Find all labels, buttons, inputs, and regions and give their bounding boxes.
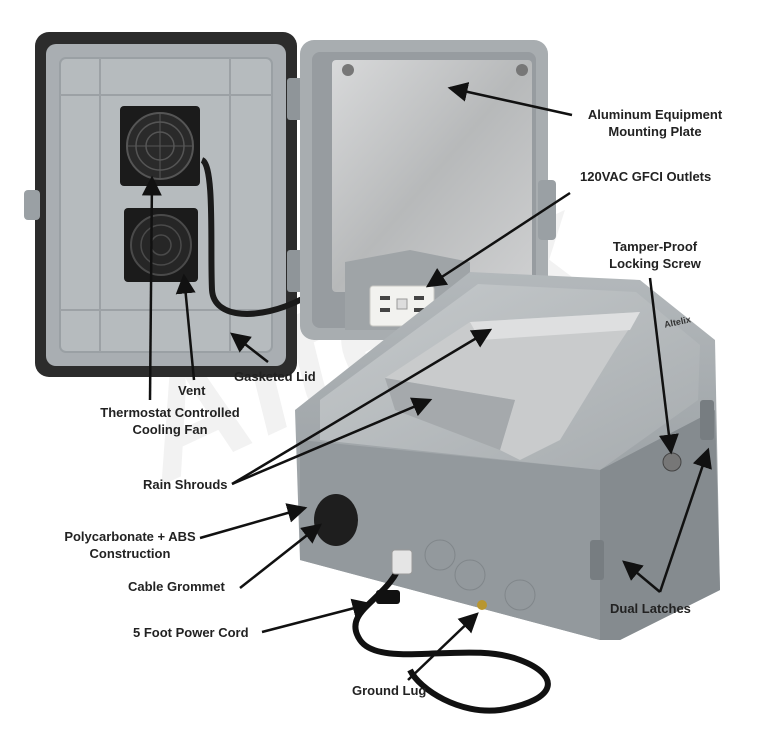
arrow-gasket <box>230 332 269 363</box>
label-mounting-plate-line2: Mounting Plate <box>608 124 702 139</box>
arrow-fan <box>141 175 162 401</box>
label-vent: Vent <box>178 383 206 398</box>
arrow-screw <box>648 277 679 455</box>
label-cooling-fan-line2: Cooling Fan <box>132 422 208 437</box>
label-locking-screw-line1: Tamper-Proof <box>612 239 698 254</box>
arrow-material <box>199 503 308 540</box>
label-power-cord: 5 Foot Power Cord <box>133 625 249 640</box>
label-gfci-outlets: 120VAC GFCI Outlets <box>580 169 712 184</box>
arrow-plate <box>447 82 573 117</box>
enclosure-back <box>300 40 556 340</box>
arrow-latch-2 <box>658 447 712 593</box>
label-construction-line1: Polycarbonate + ABS <box>64 529 196 544</box>
label-ground-lug: Ground Lug <box>352 683 427 698</box>
label-locking-screw-line2: Locking Screw <box>609 256 701 271</box>
cooling-fan <box>120 106 200 186</box>
label-mounting-plate-line1: Aluminum Equipment <box>587 107 723 122</box>
arrow-vent <box>175 273 196 381</box>
label-locking-screw: Tamper-Proof Locking Screw <box>600 238 710 272</box>
arrow-lug <box>407 612 479 681</box>
arrow-outlets <box>425 191 571 288</box>
label-dual-latches: Dual Latches <box>610 601 691 616</box>
label-construction-line2: Construction <box>89 546 171 561</box>
label-rain-shrouds: Rain Shrouds <box>143 477 228 492</box>
arrow-latch-1 <box>622 560 661 593</box>
arrow-shroud-1 <box>231 328 493 486</box>
label-gasketed-lid: Gasketed Lid <box>234 369 316 384</box>
arrow-shroud-2 <box>231 397 433 486</box>
arrow-grommet <box>239 523 322 589</box>
label-cooling-fan-line1: Thermostat Controlled <box>100 405 240 420</box>
closed-enclosure <box>295 272 720 640</box>
arrow-cord <box>261 598 373 634</box>
mounting-plate <box>332 60 532 292</box>
fan-cable <box>199 157 346 317</box>
label-cable-grommet: Cable Grommet <box>128 579 225 594</box>
label-construction: Polycarbonate + ABS Construction <box>55 528 205 562</box>
open-lid <box>24 32 303 377</box>
annotation-arrows <box>141 82 712 681</box>
label-mounting-plate: Aluminum Equipment Mounting Plate <box>570 106 740 140</box>
vent <box>124 208 198 282</box>
label-cooling-fan: Thermostat Controlled Cooling Fan <box>80 404 260 438</box>
